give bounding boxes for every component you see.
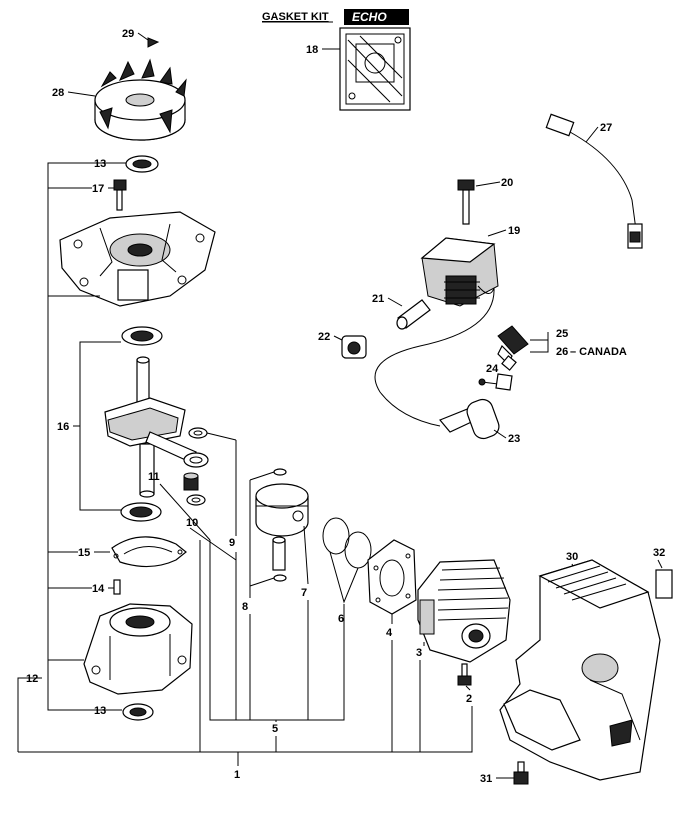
oil-seal-top (125, 155, 159, 173)
stop-wire (545, 113, 643, 249)
callout-17: 17 (92, 183, 104, 195)
callout-19: 19 (508, 225, 520, 237)
callout-8: 8 (242, 601, 248, 613)
grommet-22 (341, 335, 367, 359)
flywheel (94, 58, 187, 141)
callout-20: 20 (501, 177, 513, 189)
engine-cover (499, 559, 661, 781)
piston (255, 483, 309, 537)
callout-24: 24 (486, 363, 499, 375)
callout-10: 10 (186, 517, 198, 529)
ignition-coil (420, 237, 499, 307)
ht-lead (374, 287, 495, 427)
echo-logo-text: ECHO (352, 10, 387, 24)
key-part-29 (147, 37, 160, 48)
callout-22: 22 (318, 331, 330, 343)
callout-3: 3 (416, 647, 422, 659)
cylinder-gasket (367, 539, 417, 615)
callout-28: 28 (52, 87, 64, 99)
callout-9: 9 (229, 537, 235, 549)
cylinder-bolt (457, 663, 472, 686)
callout-2: 2 (466, 693, 472, 705)
piston-rings-clip (273, 468, 287, 476)
callout-15: 15 (78, 547, 90, 559)
callout-5: 5 (272, 723, 278, 735)
piston-ring-b (344, 531, 372, 569)
callout-30: 30 (566, 551, 578, 563)
callout-18: 18 (306, 44, 318, 56)
callout-11: 11 (148, 471, 160, 483)
echo-logo (344, 9, 409, 25)
crankshaft (104, 356, 197, 498)
gasket-kit-label: GASKET KIT (262, 11, 329, 23)
washer-10 (186, 494, 206, 506)
piston-pin-clip (273, 574, 287, 582)
callout-23: 23 (508, 433, 520, 445)
bolt-17 (113, 179, 127, 211)
needle-bearing-10 (183, 472, 199, 491)
callout-21: 21 (372, 293, 384, 305)
callout-13-bottom: 13 (94, 705, 106, 717)
cover-bolt (513, 761, 529, 785)
callout-14: 14 (92, 583, 105, 595)
cylinder (417, 559, 511, 663)
callout-25: 25 (556, 328, 568, 340)
crankcase-lower (83, 603, 193, 695)
crankcase-upper (59, 211, 216, 307)
needle-bearing-9 (183, 452, 209, 468)
gasket-15 (111, 536, 187, 568)
plug-cap (439, 398, 500, 440)
bearing-lower (120, 502, 162, 522)
gasket-kit-package (339, 27, 411, 111)
callout-13-top: 13 (94, 158, 106, 170)
dowel-pin-14 (113, 579, 121, 595)
spacer-21 (396, 299, 431, 330)
piston-pin (272, 536, 286, 571)
callout-32: 32 (653, 547, 665, 559)
washer-9-top (188, 427, 208, 439)
callout-6: 6 (338, 613, 344, 625)
oil-seal-bottom (122, 703, 154, 721)
callout-27: 27 (600, 122, 612, 134)
callout-29: 29 (122, 28, 134, 40)
spark-plug (497, 325, 529, 371)
caution-label (655, 569, 673, 599)
callout-12: 12 (26, 673, 38, 685)
callout-4: 4 (386, 627, 393, 639)
canada-note: – CANADA (570, 346, 627, 358)
ignition-bolt (457, 179, 475, 225)
piston-ring-a (322, 517, 350, 555)
callout-7: 7 (301, 587, 307, 599)
bearing-upper (121, 326, 163, 346)
callout-16: 16 (57, 421, 69, 433)
callout-31: 31 (480, 773, 492, 785)
callout-26: 26 (556, 346, 568, 358)
screw-24 (478, 373, 513, 391)
callout-1: 1 (234, 769, 240, 781)
